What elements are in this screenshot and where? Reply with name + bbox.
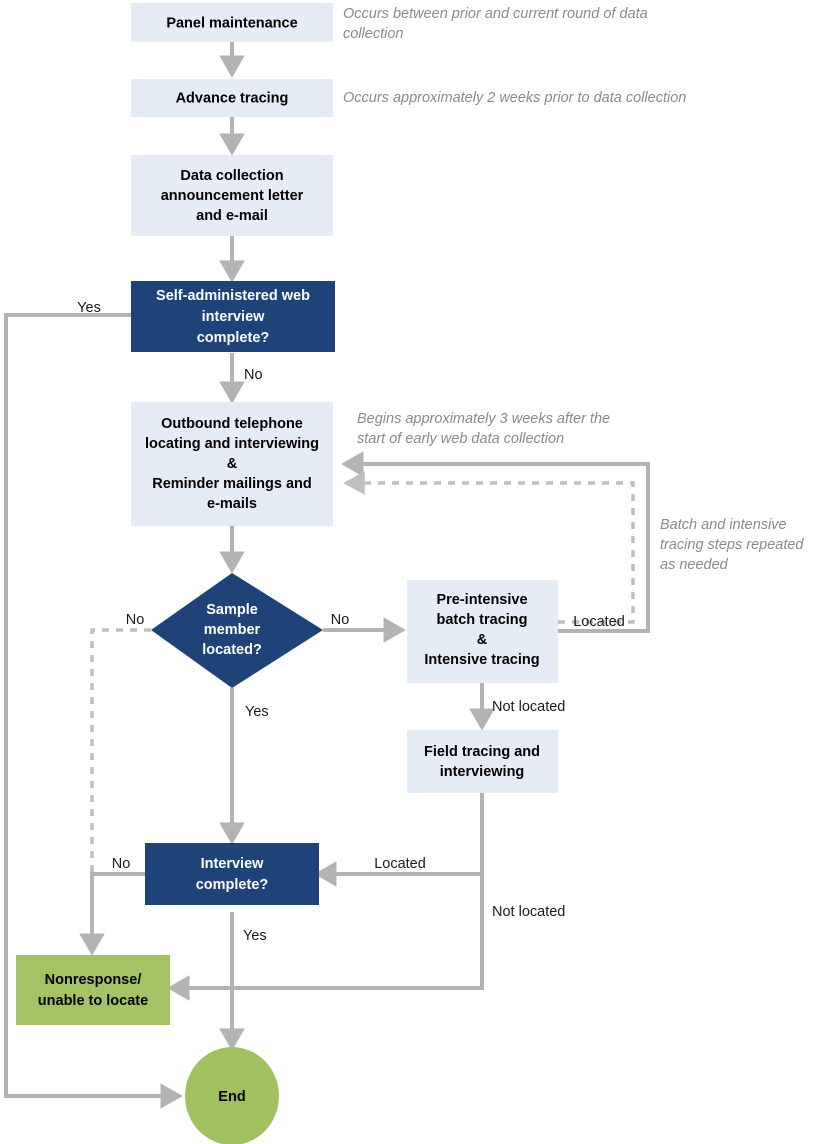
node-panel-maintenance[interactable]: Panel maintenance — [131, 3, 333, 42]
node-web-interview-line-2: complete? — [197, 330, 270, 346]
note-batch-repeat-line-0: Batch and intensive — [660, 517, 787, 533]
node-panel-maintenance-line-0: Panel maintenance — [166, 15, 297, 31]
edge-label-web-yes: Yes — [77, 300, 101, 316]
edge-label-sample-yes: Yes — [245, 704, 269, 720]
node-batch-tracing-line-3: Intensive tracing — [424, 652, 539, 668]
note-batch-repeat-line-2: as needed — [660, 557, 729, 573]
node-nonresponse-line-1: unable to locate — [38, 993, 148, 1009]
note-outbound-telephone: Begins approximately 3 weeks after the s… — [357, 411, 610, 447]
edge-label-batch-not-located: Not located — [492, 699, 565, 715]
edge-label-field-not-located: Not located — [492, 904, 565, 920]
node-pre-intensive-batch-tracing[interactable]: Pre-intensive batch tracing & Intensive … — [407, 580, 558, 683]
node-field-tracing[interactable]: Field tracing and interviewing — [407, 730, 558, 793]
node-batch-tracing-line-1: batch tracing — [436, 612, 527, 628]
edge-located-return-solid — [341, 451, 650, 633]
node-announcement-letter-line-2: and e-mail — [196, 208, 268, 224]
node-web-interview-line-0: Self-administered web — [156, 288, 310, 304]
edge-diamond-no-dashed-left — [90, 628, 151, 874]
node-announcement-letter[interactable]: Data collection announcement letter and … — [131, 155, 333, 236]
node-sample-located-line-1: member — [204, 622, 261, 638]
node-end[interactable]: End — [185, 1047, 279, 1144]
node-interview-complete-line-1: complete? — [196, 877, 269, 893]
note-batch-repeat-line-1: tracing steps repeated — [660, 537, 804, 553]
edge-interview-no-to-nonresponse — [79, 872, 145, 956]
node-interview-complete[interactable]: Interview complete? — [145, 843, 319, 905]
node-outbound-telephone[interactable]: Outbound telephone locating and intervie… — [131, 402, 333, 526]
node-advance-tracing[interactable]: Advance tracing — [131, 79, 333, 117]
note-panel-maintenance-line-1: collection — [343, 26, 403, 42]
node-web-interview-line-1: interview — [202, 309, 266, 325]
edge-batch-repeat-dashed — [343, 471, 635, 624]
edge-label-web-no: No — [244, 367, 263, 383]
note-advance-tracing: Occurs approximately 2 weeks prior to da… — [343, 90, 686, 106]
node-outbound-line-1: locating and interviewing — [145, 436, 319, 452]
node-web-interview-complete[interactable]: Self-administered web interview complete… — [131, 281, 335, 352]
node-field-tracing-line-0: Field tracing and — [424, 744, 540, 760]
note-outbound-line-0: Begins approximately 3 weeks after the — [357, 411, 610, 427]
note-advance-tracing-line-0: Occurs approximately 2 weeks prior to da… — [343, 90, 686, 106]
node-nonresponse-line-0: Nonresponse/ — [45, 972, 142, 988]
node-sample-located-line-0: Sample — [206, 602, 258, 618]
node-sample-located-line-2: located? — [202, 642, 262, 658]
node-batch-tracing-line-0: Pre-intensive — [436, 592, 527, 608]
node-field-tracing-line-1: interviewing — [440, 764, 525, 780]
node-announcement-letter-line-1: announcement letter — [161, 188, 304, 204]
edge-label-sample-no-left: No — [126, 612, 145, 628]
node-outbound-line-4: e-mails — [207, 496, 257, 512]
edge-label-batch-located: Located — [573, 614, 625, 630]
edge-label-field-located: Located — [374, 856, 426, 872]
node-sample-member-located[interactable]: Sample member located? — [151, 573, 323, 688]
note-panel-maintenance-line-0: Occurs between prior and current round o… — [343, 6, 648, 22]
note-batch-repeat: Batch and intensive tracing steps repeat… — [660, 517, 804, 573]
edge-field-notlocated-to-nonresponse — [167, 874, 484, 1001]
edge-label-interview-no: No — [112, 856, 131, 872]
node-end-label: End — [218, 1089, 245, 1105]
node-nonresponse[interactable]: Nonresponse/ unable to locate — [16, 955, 170, 1025]
note-panel-maintenance: Occurs between prior and current round o… — [343, 6, 648, 42]
edge-label-sample-no-right: No — [331, 612, 350, 628]
node-outbound-line-3: Reminder mailings and — [152, 476, 312, 492]
node-advance-tracing-line-0: Advance tracing — [176, 90, 289, 106]
note-outbound-line-1: start of early web data collection — [357, 431, 564, 447]
edge-web-yes-to-end — [4, 313, 183, 1109]
node-outbound-line-2: & — [227, 456, 238, 472]
edge-label-interview-yes: Yes — [243, 928, 267, 944]
node-announcement-letter-line-0: Data collection — [180, 168, 283, 184]
node-interview-complete-line-0: Interview — [201, 856, 265, 872]
node-batch-tracing-line-2: & — [477, 632, 488, 648]
node-outbound-line-0: Outbound telephone — [161, 416, 303, 432]
connector-layer — [4, 42, 650, 1109]
